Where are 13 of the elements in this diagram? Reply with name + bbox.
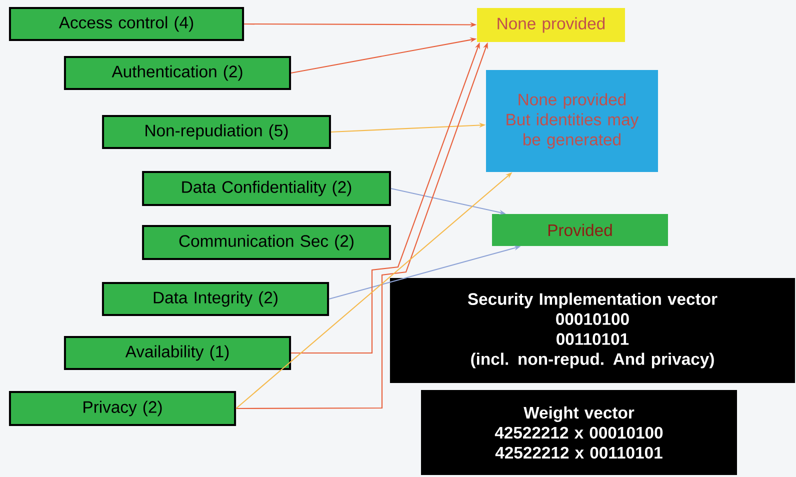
vector-box: Weight vector 42522212 x 00010100 42522212 x 00110101: [421, 390, 737, 476]
status-box: Provided: [492, 214, 668, 246]
feature-box: Communication Sec (2): [142, 224, 391, 260]
feature-box: Data Integrity (2): [102, 282, 330, 316]
feature-box: Data Confidentiality (2): [142, 170, 391, 206]
feature-box: Authentication (2): [64, 56, 292, 90]
vector-box: Security Implementation vector 00010100 00110101 (incl. non-repud. And privacy): [390, 278, 796, 384]
feature-box: Non-repudiation (5): [102, 115, 331, 149]
status-box: None provided But identities may be generated: [486, 70, 658, 172]
feature-box: Access control (4): [8, 7, 244, 41]
feature-box: Availability (1): [64, 336, 292, 370]
feature-box: Privacy (2): [8, 390, 236, 426]
status-box: None provided: [477, 8, 625, 42]
